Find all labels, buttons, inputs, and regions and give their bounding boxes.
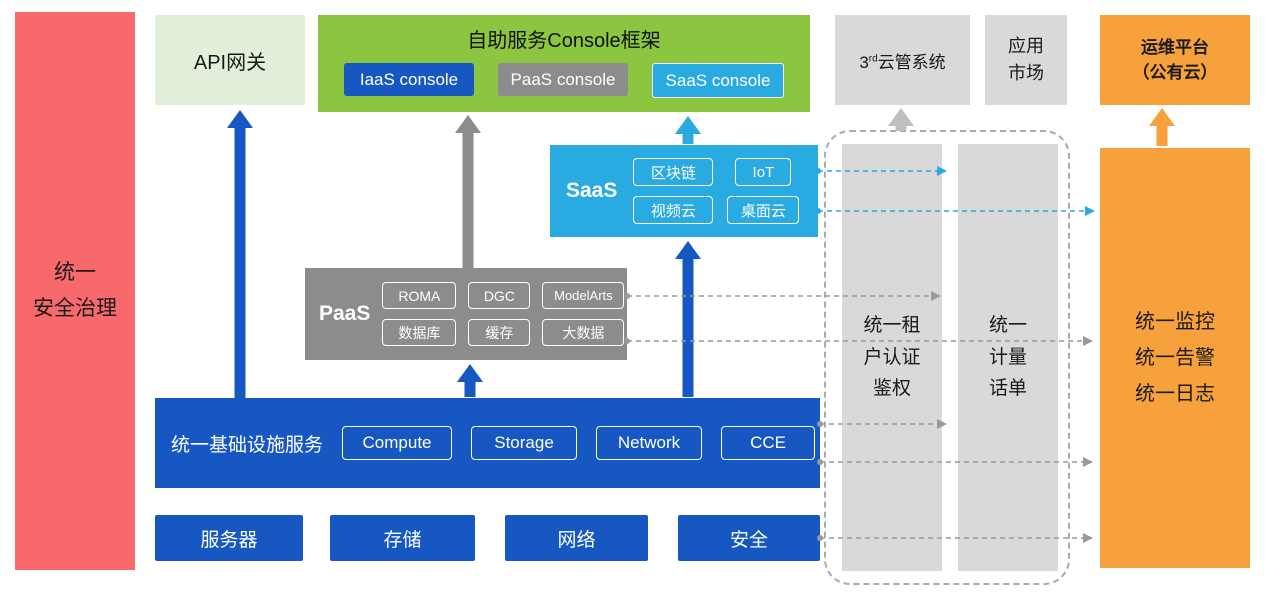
ops-platform-box: 运维平台 （公有云） bbox=[1100, 15, 1250, 105]
hardware-storage-box: 存储 bbox=[330, 515, 475, 561]
hardware-network-box: 网络 bbox=[505, 515, 648, 561]
saas-item-iot: IoT bbox=[735, 158, 792, 186]
saas-item-blockchain: 区块链 bbox=[633, 158, 714, 186]
saas-box: SaaS 区块链 IoT 视频云 桌面云 bbox=[550, 145, 818, 237]
iaas-console-chip: IaaS console bbox=[344, 63, 474, 96]
infra-item-network: Network bbox=[596, 426, 703, 460]
saas-item-desktop-cloud: 桌面云 bbox=[727, 196, 800, 224]
tenant-auth-bar: 统一租 户认证 鉴权 bbox=[842, 144, 942, 571]
metering-billing-bar: 统一 计量 话单 bbox=[958, 144, 1058, 571]
hardware-security-box: 安全 bbox=[678, 515, 820, 561]
arrow-infra-to-paas bbox=[457, 364, 483, 397]
paas-console-chip: PaaS console bbox=[498, 63, 628, 96]
paas-item-modelarts: ModelArts bbox=[542, 282, 625, 309]
third-party-sup: rd bbox=[868, 52, 878, 64]
infrastructure-box: 统一基础设施服务 Compute Storage Network CCE bbox=[155, 398, 820, 488]
third-party-rest: 云管系统 bbox=[877, 52, 946, 72]
saas-label: SaaS bbox=[566, 179, 618, 202]
third-party-prefix: 3 bbox=[859, 52, 869, 72]
infra-item-storage: Storage bbox=[471, 426, 578, 460]
saas-services-grid: 区块链 IoT 视频云 桌面云 bbox=[633, 158, 800, 224]
paas-label: PaaS bbox=[319, 302, 371, 325]
api-gateway-box: API网关 bbox=[155, 15, 305, 105]
monitor-alarm-log-bar: 统一监控 统一告警 统一日志 bbox=[1100, 148, 1250, 568]
shared-services-dashed-frame bbox=[824, 130, 1070, 585]
console-framework-box: 自助服务Console框架 IaaS console PaaS console … bbox=[318, 15, 810, 112]
arrow-infra-to-saas bbox=[675, 241, 701, 397]
infra-item-compute: Compute bbox=[342, 426, 453, 460]
paas-services-grid: ROMA DGC ModelArts 数据库 缓存 大数据 bbox=[382, 282, 625, 346]
console-row: IaaS console PaaS console SaaS console bbox=[318, 63, 810, 98]
saas-console-chip: SaaS console bbox=[652, 63, 784, 98]
paas-item-bigdata: 大数据 bbox=[542, 319, 625, 346]
paas-item-roma: ROMA bbox=[382, 282, 457, 309]
arrow-paas-to-console bbox=[455, 115, 481, 268]
security-governance-bar: 统一 安全治理 bbox=[15, 12, 135, 570]
paas-box: PaaS ROMA DGC ModelArts 数据库 缓存 大数据 bbox=[305, 268, 627, 360]
arrow-shared-to-third-party bbox=[888, 108, 914, 131]
third-party-cloud-mgmt-box: 3rd云管系统 bbox=[835, 15, 970, 105]
hardware-server-box: 服务器 bbox=[155, 515, 303, 561]
arrow-monitor-to-ops-platform bbox=[1149, 108, 1175, 146]
paas-item-dgc: DGC bbox=[468, 282, 531, 309]
infrastructure-label: 统一基础设施服务 bbox=[171, 434, 324, 456]
arrow-infra-to-api-gateway bbox=[227, 110, 253, 398]
paas-item-database: 数据库 bbox=[382, 319, 457, 346]
console-framework-title: 自助服务Console框架 bbox=[467, 30, 661, 52]
arrow-saas-to-console bbox=[675, 116, 701, 144]
infra-item-cce: CCE bbox=[721, 426, 816, 460]
paas-item-cache: 缓存 bbox=[468, 319, 531, 346]
saas-item-video-cloud: 视频云 bbox=[633, 196, 714, 224]
app-market-box: 应用 市场 bbox=[985, 15, 1067, 105]
